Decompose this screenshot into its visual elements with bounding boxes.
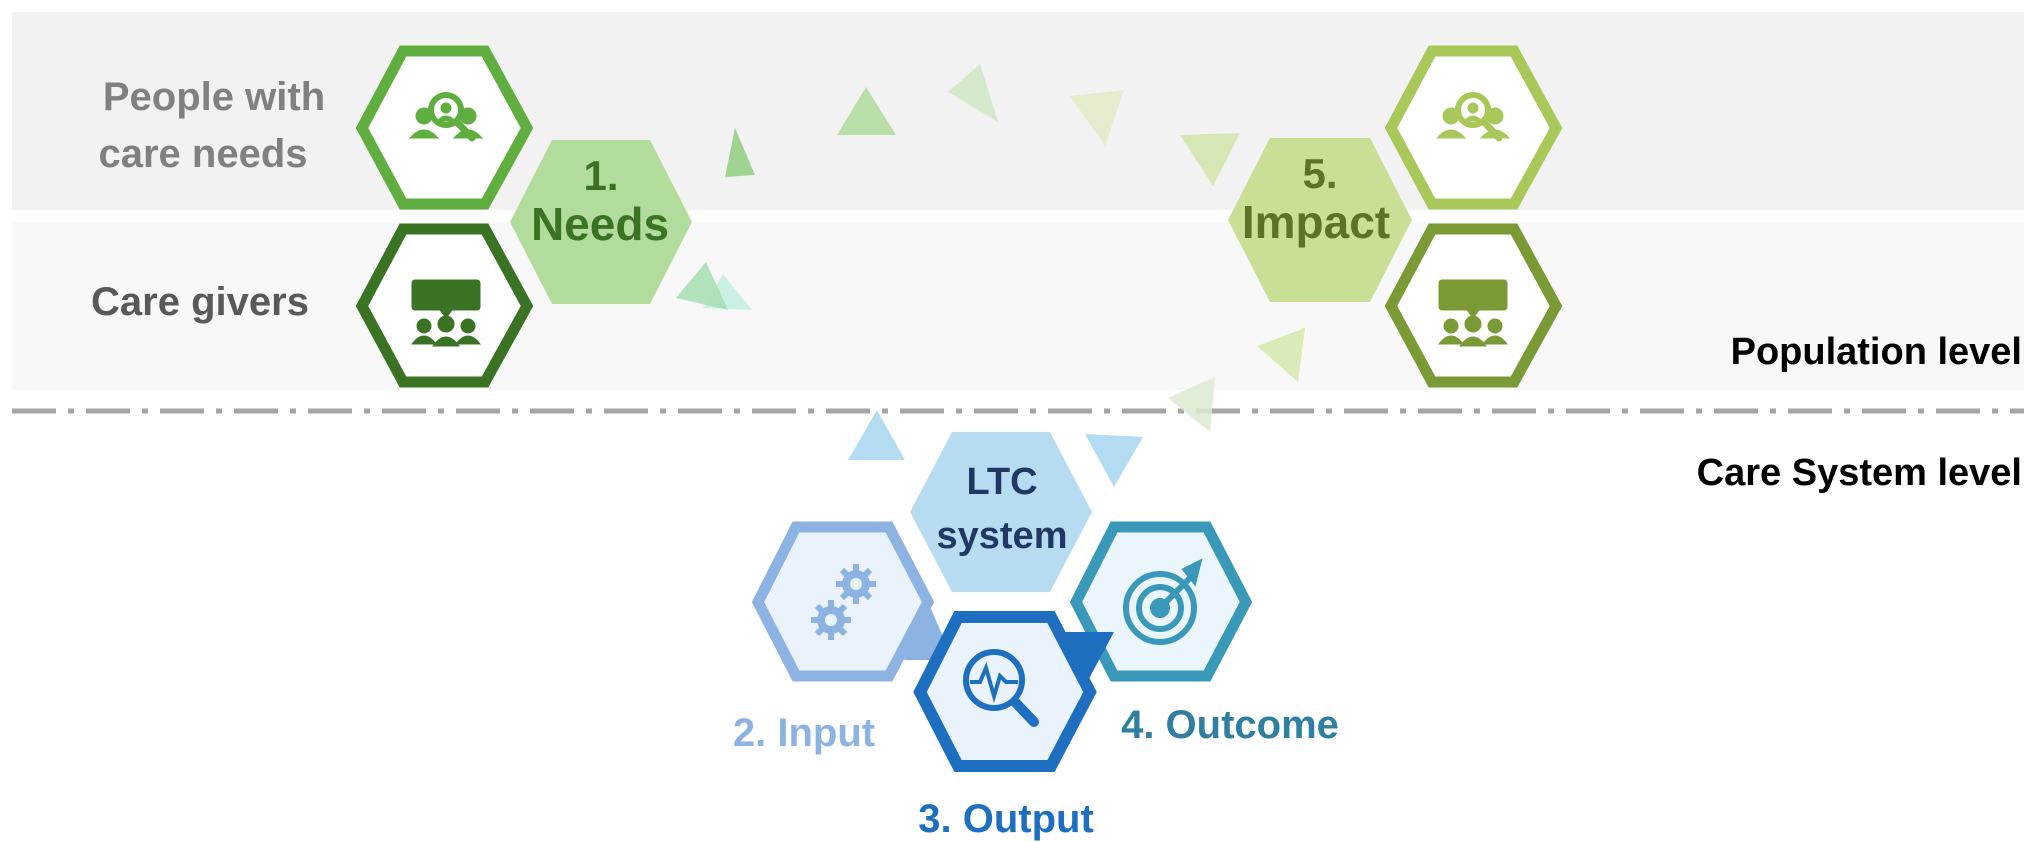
input-hexagon — [751, 521, 935, 682]
impact-number: 5. — [1302, 150, 1337, 197]
arrow-triangle — [1257, 328, 1305, 382]
target-icon — [1123, 558, 1203, 645]
output-label: 3. Output — [918, 797, 1094, 841]
population-band-top — [12, 12, 2024, 210]
ltc-system-hexagon — [910, 432, 1092, 592]
needs-hexagon — [510, 140, 692, 304]
ltc-system-label-line1: LTC — [966, 461, 1037, 503]
input-label: 2. Input — [733, 711, 875, 755]
impact-hexagon — [1228, 138, 1412, 302]
needs-number: 1. — [583, 152, 618, 199]
arrow-triangle — [676, 262, 728, 310]
care-system-level-label: Care System level — [1697, 452, 2022, 494]
outcome-label: 4. Outcome — [1121, 703, 1339, 747]
ltc-system-label-line2: system — [937, 515, 1068, 557]
gears-icon — [811, 564, 876, 640]
population-level-label: Population level — [1731, 331, 2022, 373]
arrow-triangle — [948, 64, 998, 122]
arrow-triangle — [1168, 377, 1215, 432]
needs-label: Needs — [531, 198, 669, 250]
arrow-triangle — [848, 410, 905, 460]
impact-label: Impact — [1242, 196, 1390, 248]
population-band-bottom — [12, 222, 2024, 390]
flow-arrows — [676, 64, 1305, 487]
pulse-magnifier-icon — [963, 649, 1039, 727]
arrow-triangle — [1085, 434, 1143, 487]
arrow-triangle — [725, 128, 755, 177]
caregivers-label: Care givers — [91, 280, 309, 324]
arrow-triangle — [1070, 90, 1124, 146]
people-with-care-needs-label: People with — [103, 75, 325, 119]
people-with-care-needs-label-line2: care needs — [98, 132, 307, 176]
arrow-triangle — [837, 87, 896, 135]
output-hexagon — [913, 611, 1097, 772]
arrow-triangle — [1180, 133, 1240, 186]
